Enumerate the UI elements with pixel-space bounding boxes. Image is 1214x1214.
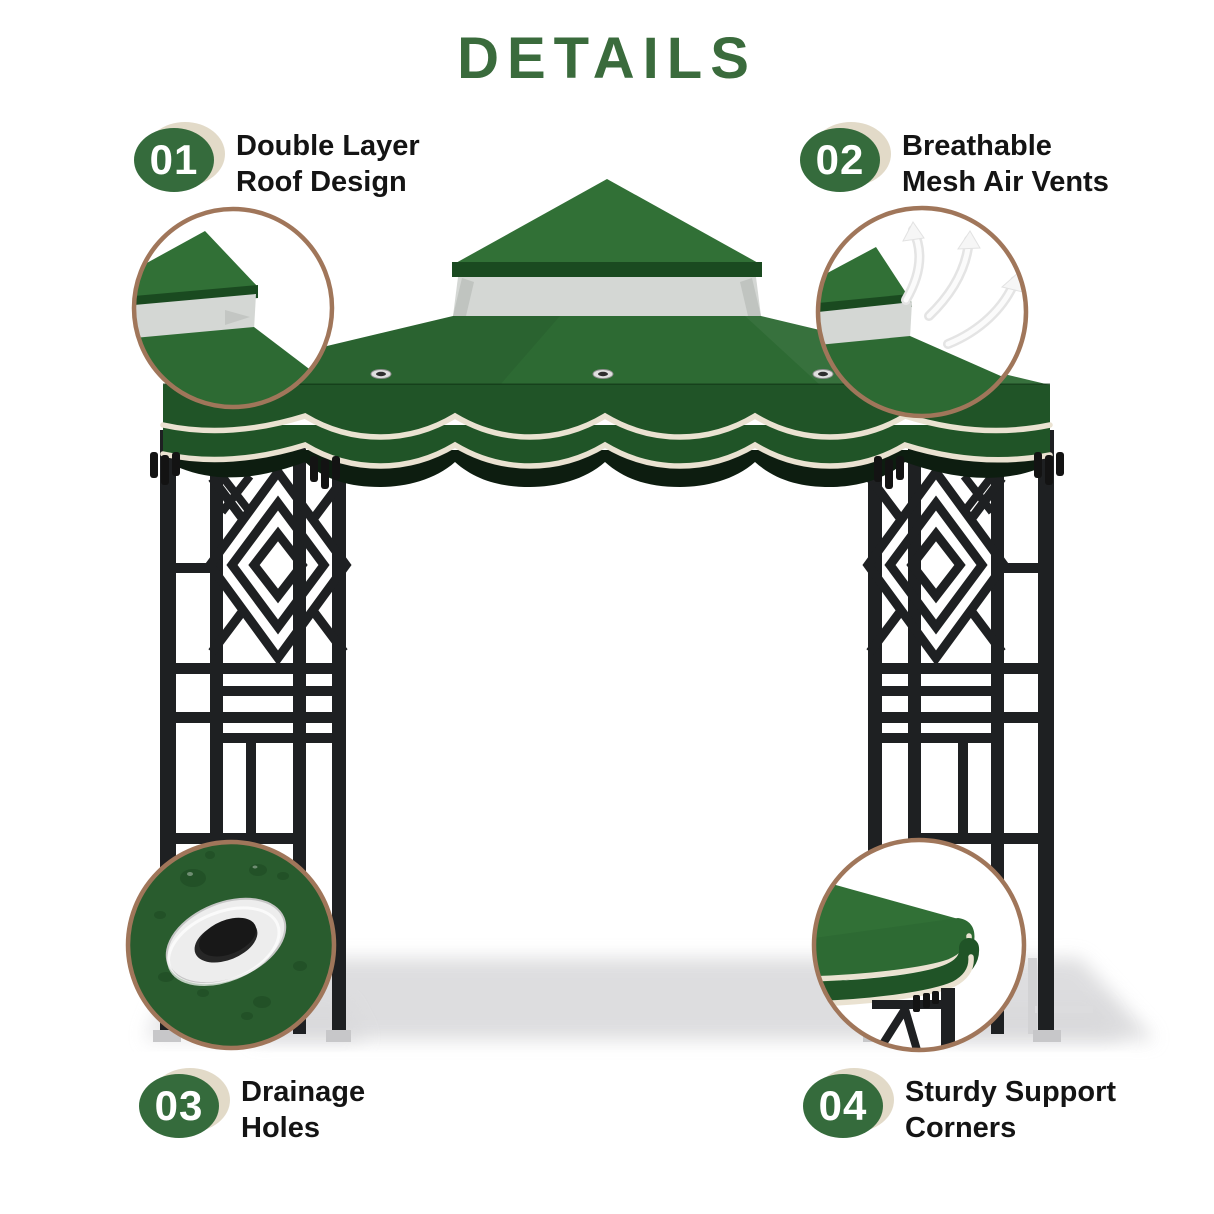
feature-3-badge: 03: [139, 1068, 230, 1140]
feature-1-badge: 01: [134, 122, 225, 194]
feature-3-label-line2: Holes: [241, 1111, 320, 1144]
feature-1-number: 01: [134, 128, 214, 192]
canopy-top-tier: [454, 179, 760, 264]
roof-grommets: [370, 369, 834, 379]
inset-drainage-holes: [125, 839, 337, 1051]
feature-4-badge: 04: [803, 1068, 894, 1140]
feature-4-number: 04: [803, 1074, 883, 1138]
valance-row-1: [163, 385, 1050, 437]
inset-support-corners: [811, 837, 1027, 1053]
feature-3-number: 03: [139, 1074, 219, 1138]
air-vent-arrows-icon: [818, 221, 1026, 416]
corner-tassels: [150, 452, 1064, 489]
drainage-grommet-icon: [154, 851, 307, 1020]
feature-2-badge: 02: [800, 122, 891, 194]
canopy: [150, 179, 1064, 489]
feature-2-number: 02: [800, 128, 880, 192]
feature-1-label-line1: Double Layer: [236, 130, 420, 162]
page-title: DETAILS: [457, 26, 757, 91]
feature-4-label-line1: Sturdy Support: [905, 1076, 1117, 1108]
feature-2-label-line2: Mesh Air Vents: [902, 165, 1109, 198]
corner-brackets: [218, 473, 996, 515]
feature-callout-2: 02 Breathable Mesh Air Vents: [800, 122, 1109, 201]
corner-support-closeup-icon: [814, 879, 980, 1050]
mesh-vent-band: [453, 277, 761, 316]
top-tier-fascia: [452, 262, 762, 277]
feature-callout-1: 01 Double Layer Roof Design: [134, 122, 420, 201]
feature-1-label-line2: Roof Design: [236, 165, 407, 198]
feature-4-label: Sturdy Support Corners: [905, 1074, 1116, 1147]
feature-4-label-line2: Corners: [905, 1111, 1017, 1144]
canopy-underside: [180, 450, 1035, 487]
feature-callout-3: 03 Drainage Holes: [139, 1068, 365, 1147]
feature-2-label-line1: Breathable: [902, 130, 1052, 162]
feature-2-label: Breathable Mesh Air Vents: [902, 128, 1109, 201]
feature-callout-4: 04 Sturdy Support Corners: [803, 1068, 1116, 1147]
feature-3-label: Drainage Holes: [241, 1074, 365, 1147]
feature-3-label-line1: Drainage: [241, 1076, 366, 1108]
feature-1-label: Double Layer Roof Design: [236, 128, 420, 201]
inset-roof-layers: [131, 206, 335, 410]
inset-air-vents: [815, 205, 1029, 419]
